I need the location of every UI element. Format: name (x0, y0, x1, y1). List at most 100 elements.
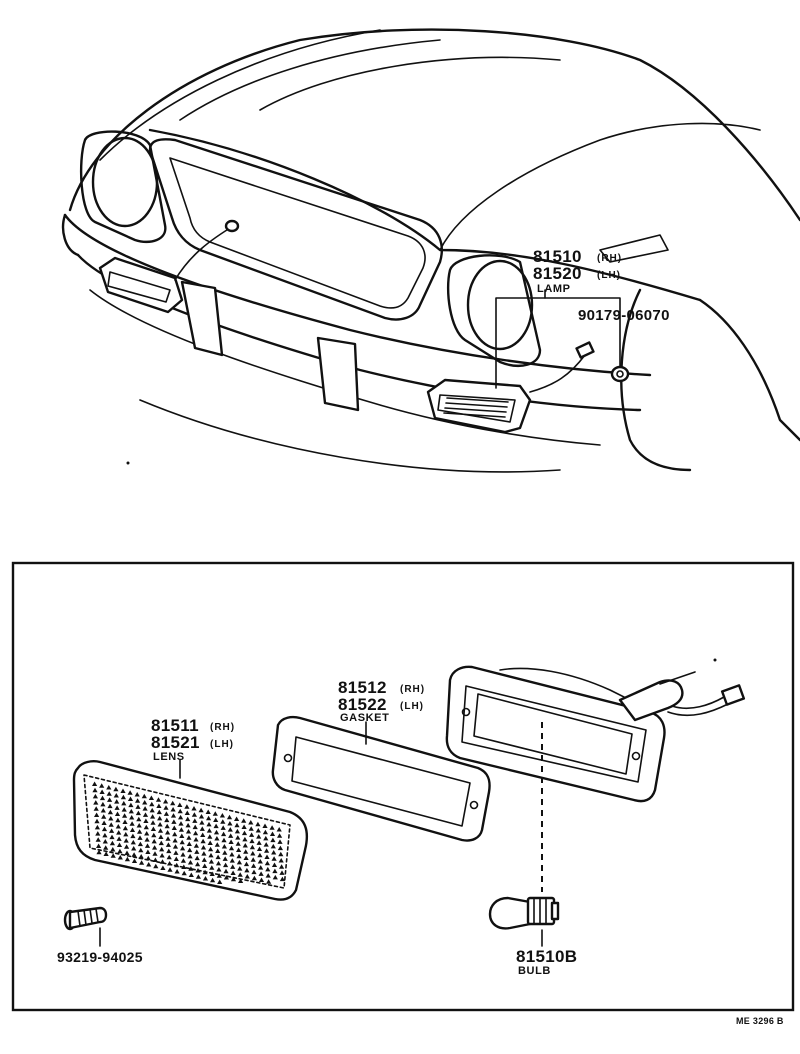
lens-prism (243, 855, 249, 860)
lens-prism (128, 802, 134, 808)
right-lamp-on-car (426, 341, 595, 434)
lens-prism (212, 811, 218, 816)
lens-prism (129, 821, 135, 826)
lens-prism (216, 873, 222, 878)
lens-prism (238, 878, 244, 883)
lens-prism (174, 862, 180, 868)
lens-prism (117, 848, 123, 854)
nut-pn: 90179-06070 (578, 307, 670, 324)
lens-prism (165, 836, 171, 841)
lens-prism (158, 840, 164, 846)
lens-prism (235, 835, 241, 840)
lens-prism (113, 792, 119, 798)
lens-prism (109, 834, 115, 840)
lens-prism (206, 828, 213, 833)
lens-prism (227, 820, 233, 826)
lens-prism (258, 865, 264, 870)
lens-prism (150, 820, 156, 825)
lens-prism (157, 822, 163, 827)
lens-prism (173, 856, 179, 862)
lens-prism (171, 819, 177, 824)
lens-prism (206, 815, 212, 821)
lens-prism (248, 826, 254, 831)
lens-prism (107, 797, 113, 802)
lens-prism (256, 834, 262, 839)
lens-prism (242, 843, 248, 848)
lens-prism (129, 815, 135, 820)
lens-prism (207, 840, 213, 845)
lens-prism (230, 864, 236, 869)
lens-prism (141, 793, 147, 799)
lens-prism (166, 854, 172, 860)
lens-prism (200, 838, 206, 844)
lens-prism (170, 806, 176, 812)
lens-prism (264, 848, 270, 853)
lens-prism (236, 859, 243, 865)
lens-prism (193, 830, 199, 836)
gasket-name: GASKET (340, 712, 389, 724)
lens-prism (103, 845, 109, 850)
lens-prism (174, 868, 180, 874)
lens-prism (255, 827, 261, 833)
lens-prism (122, 813, 128, 818)
lens-prism (110, 847, 116, 852)
lens-prism (124, 844, 130, 849)
bulb (488, 896, 560, 930)
lens-prism (127, 790, 133, 795)
lens-prism (278, 851, 284, 857)
lens-prism (258, 871, 264, 876)
lens-prism (101, 820, 107, 825)
lens-prism (180, 845, 186, 851)
lens-prism (150, 814, 156, 819)
lens-prism (113, 786, 119, 792)
lens-prism (242, 836, 248, 842)
left-lamp-on-car (98, 219, 240, 314)
lens-prism (213, 817, 219, 822)
lens-prism (202, 875, 209, 881)
lens-prism (219, 813, 226, 818)
lens-prism (130, 839, 136, 845)
lens-prism (93, 800, 99, 805)
lens-prism (187, 860, 194, 865)
lens-prism (152, 845, 158, 850)
lens-prism (221, 844, 228, 849)
lens-prism (120, 788, 126, 793)
lens-prism (158, 834, 164, 839)
lens-prism (199, 826, 205, 831)
lens-prism (228, 839, 234, 845)
lens-prism (150, 826, 157, 831)
lens-pn-rh: 81511 (151, 716, 199, 735)
lens-prism (121, 807, 127, 812)
lens-prism (178, 821, 184, 826)
lens-prism (114, 805, 120, 810)
lens-prism (235, 841, 241, 846)
lens-prism (114, 799, 120, 804)
lens-prism (100, 808, 106, 813)
lens-prism (131, 858, 138, 863)
lens-prism (100, 801, 106, 807)
lens-prism (251, 869, 257, 875)
lens-prism (262, 829, 268, 835)
lens-prism (123, 838, 129, 843)
lens-prism (115, 823, 121, 829)
lens-prism (106, 785, 112, 790)
diagram-ref: ME 3296 B (736, 1016, 784, 1026)
lens-prism (137, 835, 143, 840)
lens-prism (251, 863, 257, 868)
lens-side-rh: (RH) (210, 722, 235, 733)
lens-prism (193, 837, 199, 842)
lens-prism (163, 799, 169, 804)
gasket-pn-rh: 81512 (338, 678, 387, 697)
lens-prism (269, 825, 275, 830)
lens-prism (107, 803, 113, 809)
lens-prism (236, 847, 242, 852)
lens-prism (213, 829, 220, 835)
detail-frame (11, 561, 795, 1012)
lens-prism (187, 847, 193, 853)
lens-prism (198, 813, 205, 819)
lens-prism (201, 851, 207, 856)
lens-prism (244, 874, 250, 879)
lens-prism (230, 870, 236, 876)
bulb-name: BULB (518, 965, 551, 977)
lens (72, 760, 309, 901)
